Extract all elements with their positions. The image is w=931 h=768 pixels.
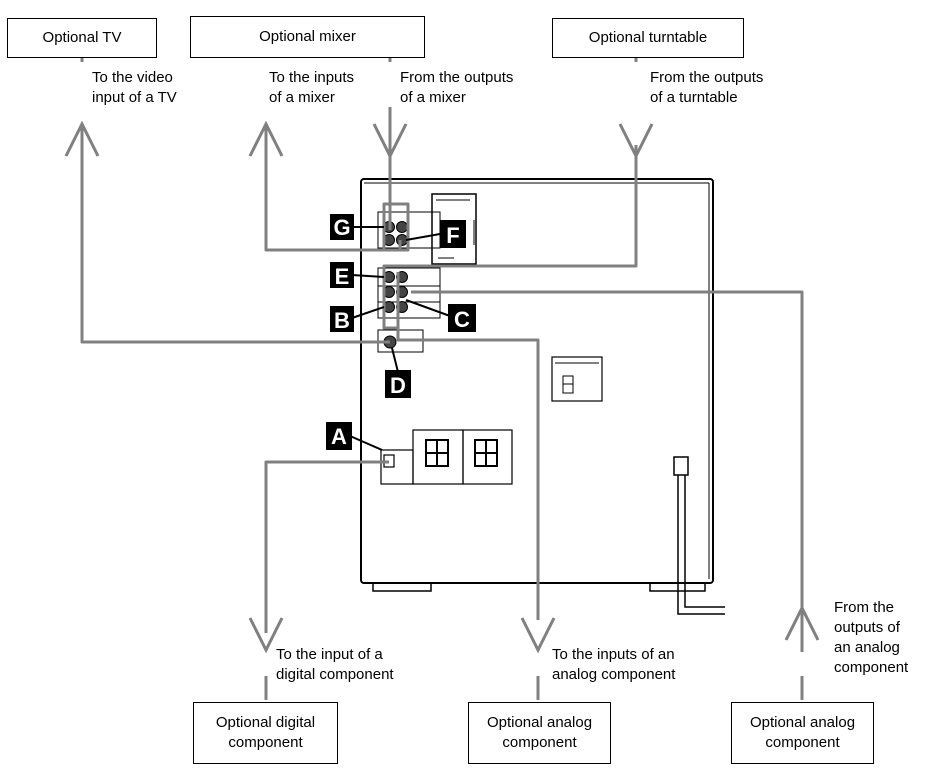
arrow-up-tv bbox=[64, 120, 100, 157]
box-optional-digital-component: Optional digital component bbox=[193, 702, 338, 764]
note-digital: To the input of a digital component bbox=[276, 646, 394, 683]
box-mixer-label: Optional mixer bbox=[259, 28, 356, 45]
arrow-down-digital bbox=[248, 617, 284, 654]
note-analog-out: From the outputs of an analog component bbox=[834, 599, 909, 676]
svg-text:F: F bbox=[446, 223, 459, 248]
box-optional-mixer: Optional mixer bbox=[190, 16, 425, 58]
badge-a: A bbox=[326, 422, 383, 451]
svg-text:A: A bbox=[331, 424, 347, 449]
box-optional-analog-component-in: Optional analog component bbox=[468, 702, 611, 764]
arrow-heads bbox=[64, 120, 820, 654]
svg-text:C: C bbox=[454, 307, 470, 332]
unit-rear-panel bbox=[360, 178, 725, 615]
box-analog-in-line2: component bbox=[502, 734, 577, 751]
svg-text:G: G bbox=[333, 215, 350, 240]
note-mixer-in: To the inputs of a mixer bbox=[269, 69, 355, 106]
badge-b: B bbox=[330, 306, 385, 333]
svg-text:E: E bbox=[335, 264, 350, 289]
box-optional-turntable: Optional turntable bbox=[552, 18, 744, 58]
arrow-up-mixer-in bbox=[248, 120, 284, 157]
note-turntable: From the outputs of a turntable bbox=[650, 69, 764, 106]
box-tv-label: Optional TV bbox=[42, 29, 122, 46]
box-analog-out-line1: Optional analog bbox=[749, 714, 856, 731]
box-optional-analog-component-out: Optional analog component bbox=[731, 702, 874, 764]
arrow-down-turntable bbox=[618, 123, 654, 160]
arrow-up-analog-out bbox=[784, 604, 820, 641]
arrow-down-mixer-out bbox=[372, 123, 408, 160]
arrow-down-analog-in bbox=[520, 617, 556, 654]
badge-g: G bbox=[330, 214, 384, 240]
badge-f: F bbox=[405, 220, 466, 248]
cables bbox=[80, 44, 804, 700]
box-turntable-label: Optional turntable bbox=[588, 29, 708, 46]
box-digital-line2: component bbox=[228, 734, 303, 751]
note-tv: To the video input of a TV bbox=[92, 69, 177, 106]
badge-c: C bbox=[405, 299, 476, 332]
note-mixer-out: From the outputs of a mixer bbox=[400, 69, 514, 106]
box-optional-tv: Optional TV bbox=[7, 18, 157, 58]
box-digital-line1: Optional digital bbox=[215, 714, 316, 731]
box-analog-out-line2: component bbox=[765, 734, 840, 751]
note-analog-in: To the inputs of an analog component bbox=[552, 646, 676, 683]
badge-e: E bbox=[330, 262, 385, 289]
svg-text:B: B bbox=[334, 308, 350, 333]
badge-d: D bbox=[385, 347, 411, 398]
svg-text:D: D bbox=[390, 373, 406, 398]
box-analog-in-line1: Optional analog bbox=[486, 714, 593, 731]
